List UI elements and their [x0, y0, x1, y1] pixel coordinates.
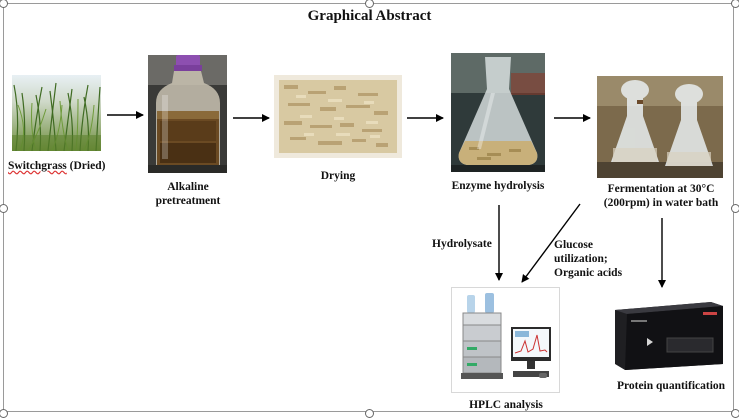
hplc-instrument-image — [451, 287, 560, 393]
label-alkaline-pretreatment: Alkaline pretreatment — [138, 180, 238, 208]
alkaline-bottle-image — [148, 55, 227, 173]
resize-handle-top-right[interactable] — [731, 0, 739, 8]
label-glucose-utilization: Glucose utilization; Organic acids — [554, 238, 644, 280]
label-hplc-analysis: HPLC analysis — [469, 399, 543, 411]
enzyme-flask-image — [451, 53, 545, 172]
label-glucose-line1: Glucose — [554, 239, 593, 251]
protein-reader-image — [611, 298, 727, 371]
label-switchgrass-rest: (Dried) — [66, 160, 106, 172]
label-fermentation: Fermentation at 30°C (200rpm) in water b… — [594, 182, 728, 210]
resize-handle-middle-left[interactable] — [0, 204, 8, 213]
resize-handle-top-center[interactable] — [365, 0, 374, 8]
label-fermentation-line1: Fermentation at 30°C — [607, 183, 715, 195]
resize-handle-middle-right[interactable] — [731, 204, 739, 213]
label-switchgrass: Switchgrass (Dried) — [8, 159, 108, 173]
fermentation-flasks-image — [597, 76, 723, 178]
switchgrass-image — [12, 75, 101, 151]
label-hydrolysate: Hydrolysate — [432, 238, 492, 250]
label-alkaline-line2: pretreatment — [155, 195, 221, 207]
label-alkaline-line1: Alkaline — [167, 181, 209, 193]
label-switchgrass-word: Switchgrass — [8, 160, 67, 172]
label-enzyme-hydrolysis: Enzyme hydrolysis — [451, 180, 545, 192]
arrow-fermentation-to-hplc — [521, 203, 581, 283]
diagram-title: Graphical Abstract — [307, 8, 432, 24]
drying-tray-image — [274, 75, 402, 158]
label-glucose-line3: Organic acids — [554, 267, 623, 279]
label-protein-quantification: Protein quantification — [616, 380, 726, 392]
label-fermentation-line2: (200rpm) in water bath — [603, 197, 719, 209]
label-drying: Drying — [320, 170, 356, 182]
label-glucose-line2: utilization; — [554, 253, 608, 265]
resize-handle-top-left[interactable] — [0, 0, 8, 8]
